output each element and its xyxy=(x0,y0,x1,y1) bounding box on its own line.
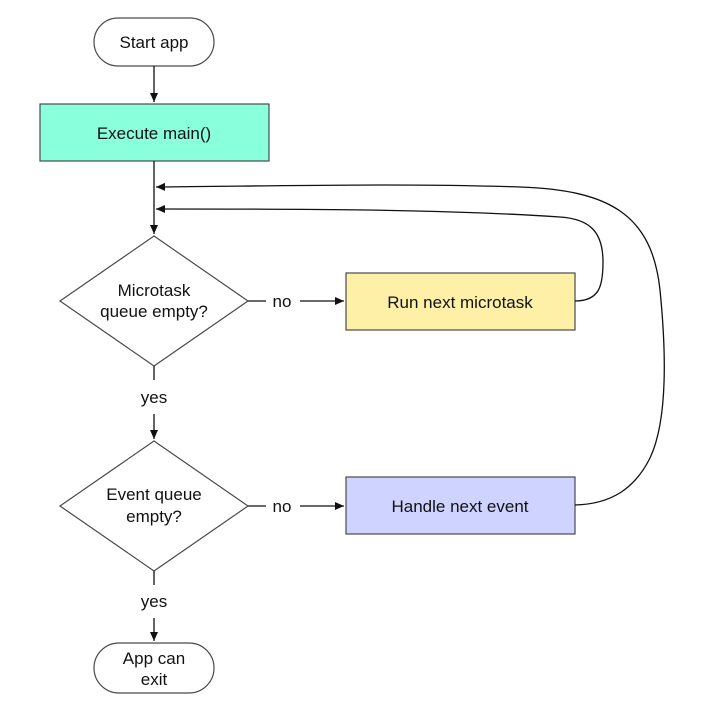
execute-main-label: Execute main() xyxy=(97,124,211,143)
run-microtask-box xyxy=(345,272,576,331)
microtask-no-label: no xyxy=(273,292,292,311)
start-label: Start app xyxy=(120,33,189,52)
microtask-yes-label: yes xyxy=(141,388,167,407)
execute-main-node: Execute main() xyxy=(39,103,270,162)
microtask-check-line1: Microtask xyxy=(118,281,191,300)
handle-event-label: Handle next event xyxy=(391,497,528,516)
microtask-check-line2: queue empty? xyxy=(100,302,208,321)
event-check-node: Event queue empty? xyxy=(58,440,250,572)
exit-node: App can exit xyxy=(93,642,215,694)
run-microtask-label: Run next microtask xyxy=(387,293,533,312)
event-yes-label: yes xyxy=(141,592,167,611)
execute-main-box xyxy=(39,103,270,162)
exit-line1: App can xyxy=(123,649,185,668)
start-node: Start app xyxy=(93,17,215,67)
microtask-check-node: Microtask queue empty? xyxy=(58,235,250,367)
event-check-line2: empty? xyxy=(126,507,182,526)
exit-line2: exit xyxy=(141,670,168,689)
event-check-line1: Event queue xyxy=(106,485,201,504)
edge-microtask-loop-back xyxy=(155,205,604,302)
run-microtask-node: Run next microtask xyxy=(345,272,576,331)
event-no-label: no xyxy=(273,497,292,516)
handle-event-node: Handle next event xyxy=(345,476,576,535)
handle-event-box xyxy=(345,476,576,535)
edge-event-loop-back xyxy=(155,182,665,506)
